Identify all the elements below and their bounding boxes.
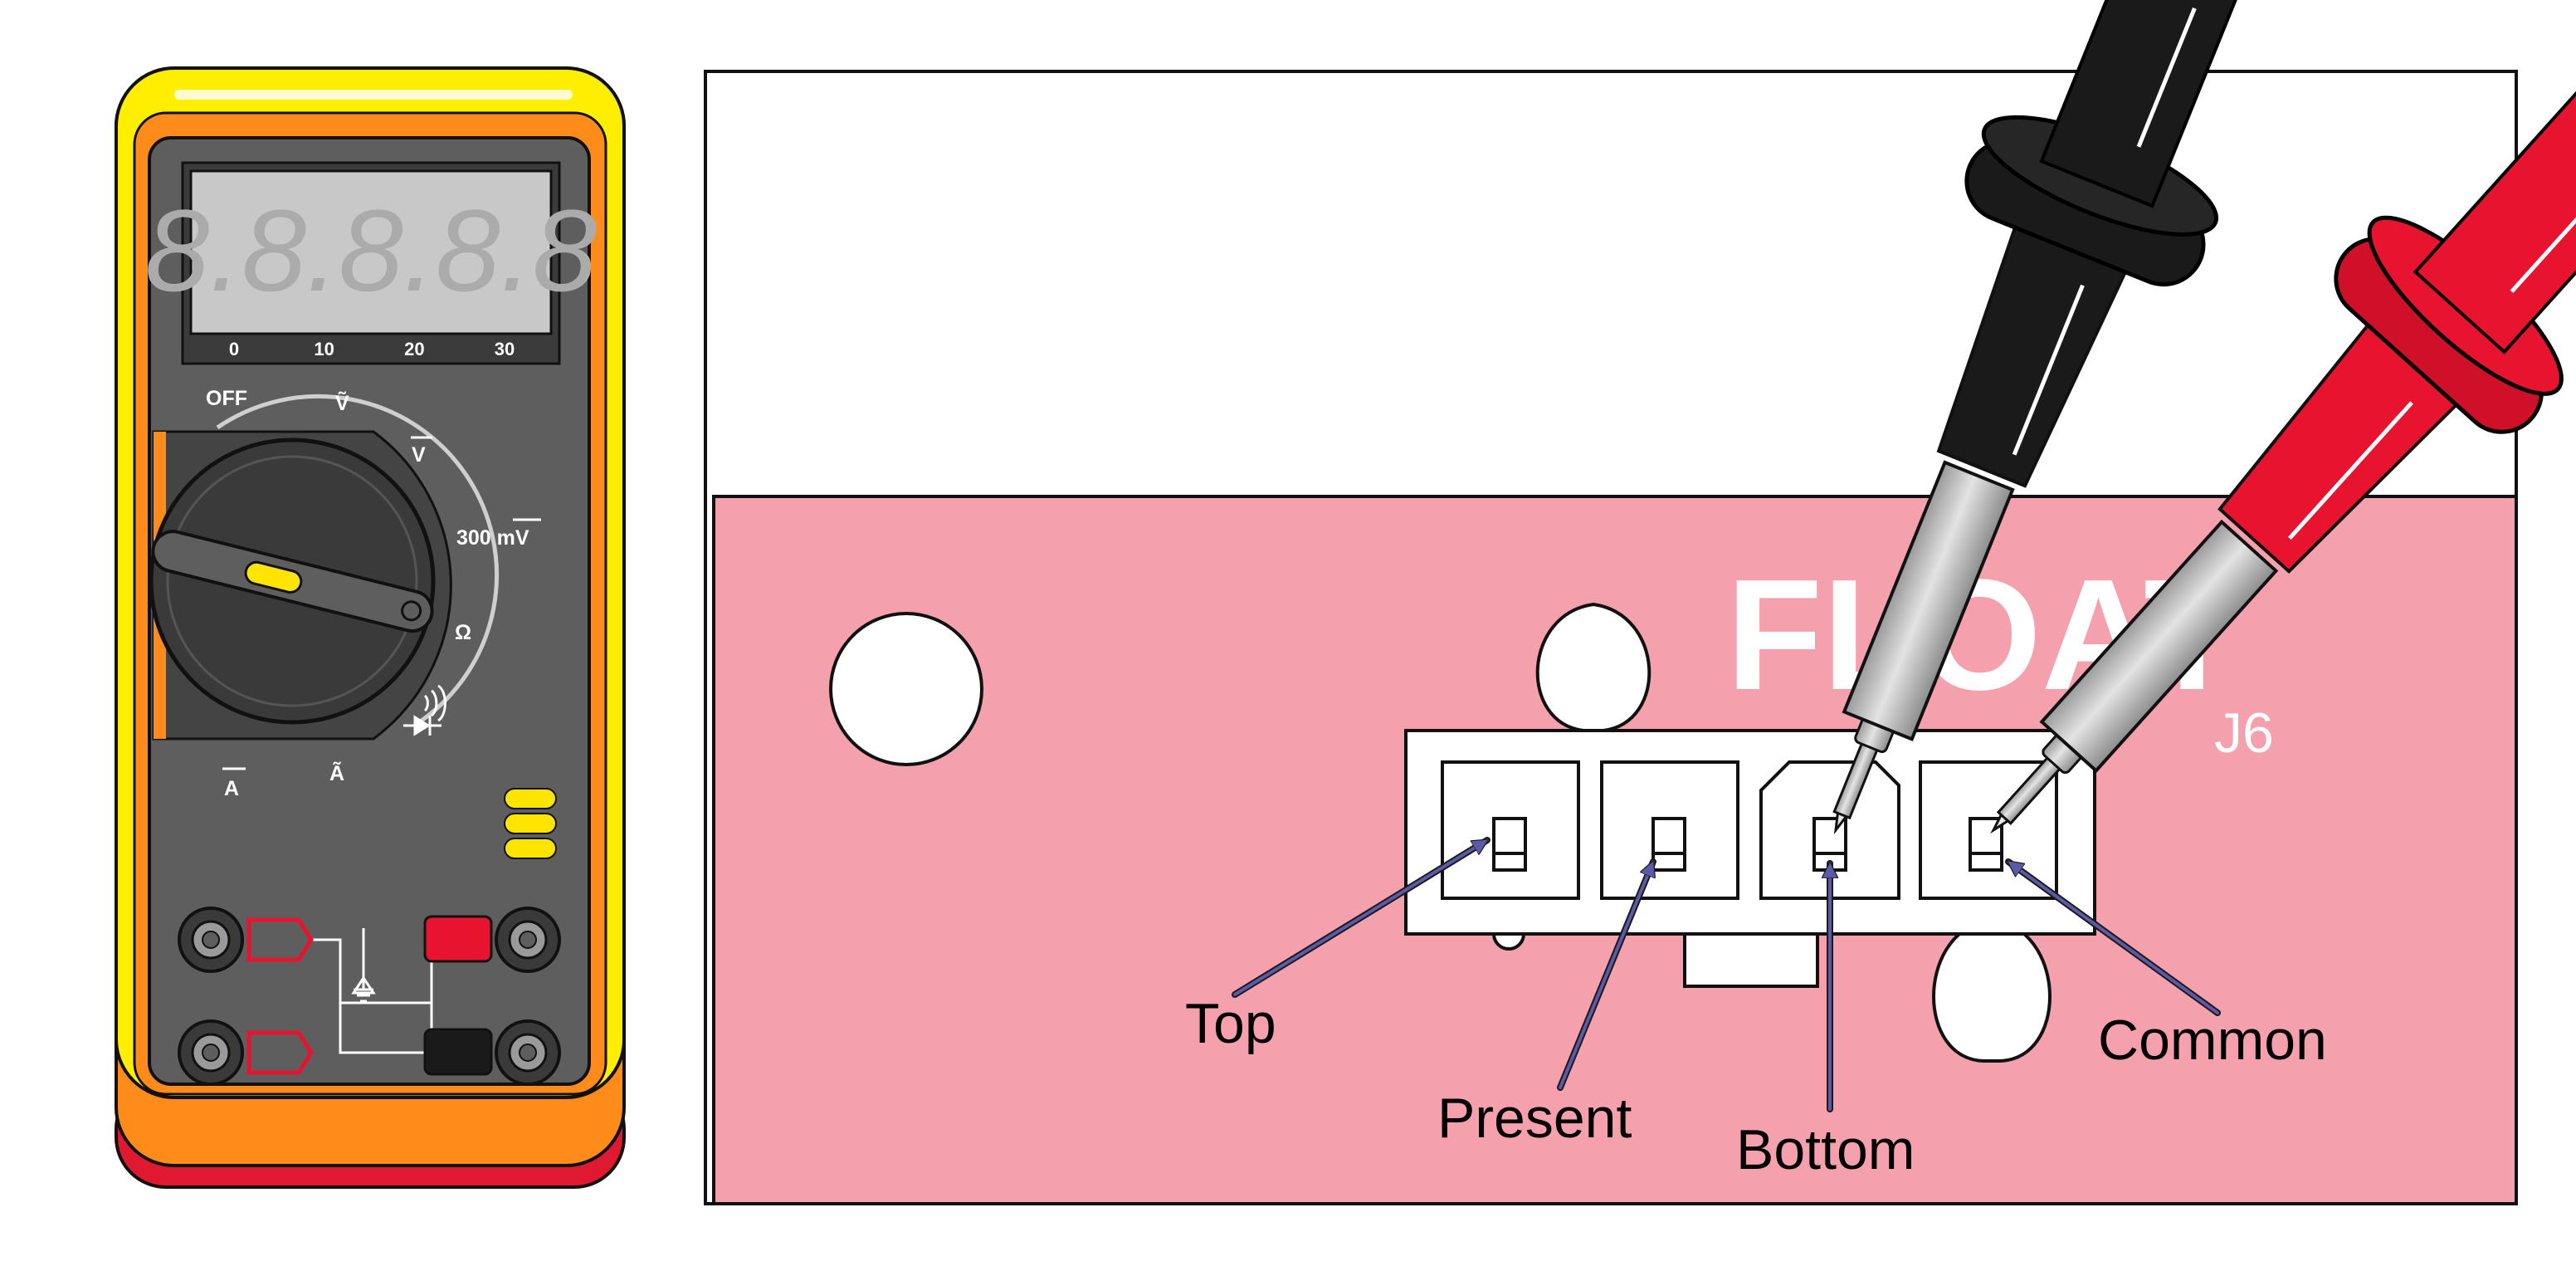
multimeter: 8.8.8.8.8 0 10 20 30 OFF Ṽ V 300 mV Ω xyxy=(115,66,626,1189)
lcd-scale-tick: 20 xyxy=(404,339,424,359)
indicator-pills xyxy=(504,788,557,859)
dial-dc-volts: V xyxy=(412,443,426,467)
arrow-common xyxy=(2005,858,2221,1016)
dial-ohms: Ω xyxy=(455,621,471,644)
jack-collar-black-right xyxy=(423,1028,493,1076)
diode-icon xyxy=(403,715,442,736)
label-present: Present xyxy=(1437,1087,1632,1150)
arrow-top xyxy=(1232,837,1490,998)
callout-arrows xyxy=(1232,837,2221,1112)
continuity-icon xyxy=(423,684,446,722)
jack-common[interactable] xyxy=(495,1019,561,1086)
jack-collar-red-bottom xyxy=(246,1030,314,1075)
mounting-hole xyxy=(829,612,983,766)
jack-collar-red-right xyxy=(423,915,493,963)
dial-ac-amps: Ã xyxy=(329,760,344,785)
connector-ref: J6 xyxy=(2214,701,2274,765)
arrow-present xyxy=(1557,858,1656,1091)
jack-collar-red-top xyxy=(246,917,314,962)
dial-dc-amps: A xyxy=(224,777,239,800)
lcd-digits: 8.8.8.8.8 xyxy=(145,185,598,315)
lcd-screen xyxy=(189,169,553,335)
lcd-scale-tick: 0 xyxy=(229,339,239,359)
rotary-pointer xyxy=(151,530,434,633)
dial-ac-volts: Ṽ xyxy=(335,390,349,415)
pin-present-contact xyxy=(1651,817,1686,872)
connector-j6 xyxy=(1404,602,2096,1063)
pin-top-contact xyxy=(1492,817,1527,872)
lcd-scale-tick: 30 xyxy=(495,339,515,359)
label-bottom: Bottom xyxy=(1736,1118,1915,1181)
jack-milliamps[interactable] xyxy=(178,1019,244,1086)
probe-black xyxy=(1832,0,2298,835)
board-view: FLOAT J6 xyxy=(704,0,2576,1205)
lcd-scale: 0 10 20 30 xyxy=(229,339,515,359)
label-common: Common xyxy=(2098,1009,2327,1072)
lcd-scale-tick: 10 xyxy=(314,339,334,359)
dial-millivolts: 300 mV xyxy=(456,526,529,550)
dial-off: OFF xyxy=(206,387,247,410)
dial-arc xyxy=(216,393,500,725)
meter-highlight xyxy=(174,90,573,100)
probe-red xyxy=(1990,0,2576,834)
rotary-knob-inner xyxy=(166,455,418,707)
jack-amps[interactable] xyxy=(178,907,244,973)
jack-volts-ohms[interactable] xyxy=(495,907,561,973)
label-top: Top xyxy=(1185,992,1276,1055)
